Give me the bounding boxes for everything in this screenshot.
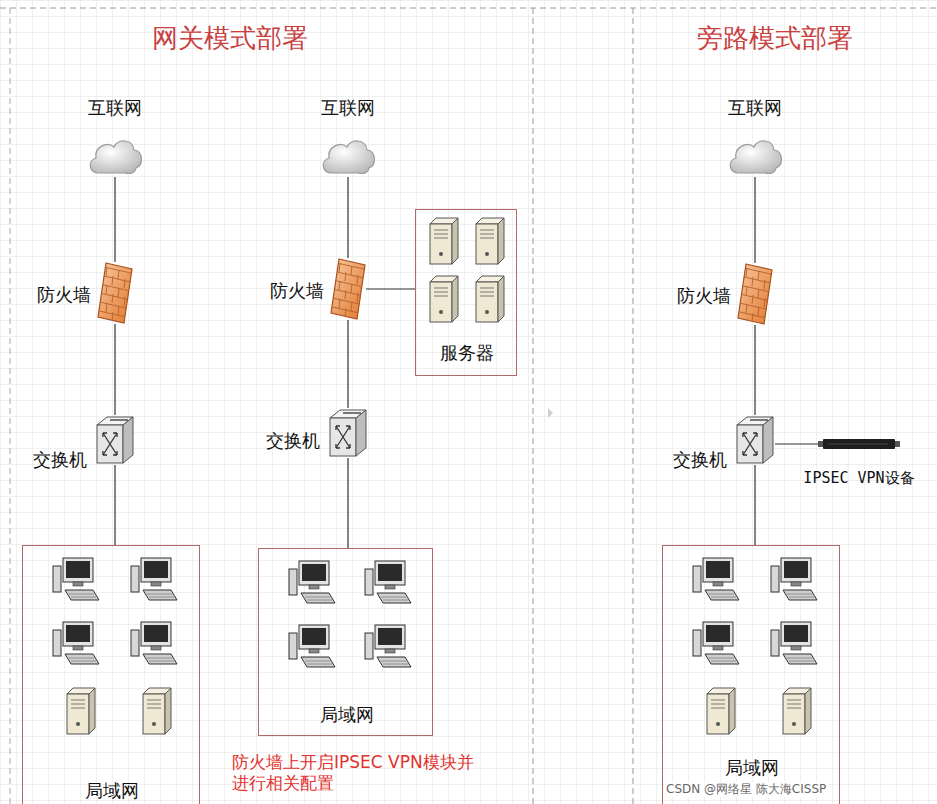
vpn-device-icon <box>818 438 900 450</box>
device-node: IPSEC VPN设备 <box>818 438 900 450</box>
switch-icon <box>735 415 775 465</box>
connector-line <box>347 320 348 408</box>
device-node: 防火墙 <box>330 258 366 320</box>
device-node: 互联网 <box>85 135 145 177</box>
device-node: 互联网 <box>725 135 785 177</box>
node-label: 防火墙 <box>677 285 731 307</box>
switch-icon <box>95 415 135 465</box>
note-text: 防火墙上开启IPSEC VPN模块并进行相关配置 <box>232 752 488 795</box>
node-label: 互联网 <box>321 97 375 119</box>
node-label: 服务器 <box>440 342 494 364</box>
node-label: 局域网 <box>320 704 374 726</box>
section-title: 网关模式部署 <box>152 22 308 55</box>
connector-line <box>114 465 115 545</box>
group-box: 局域网 <box>662 545 840 804</box>
connector-line <box>347 458 348 548</box>
server-icon <box>67 688 95 734</box>
server-icon <box>707 688 735 734</box>
node-label: 防火墙 <box>270 280 324 302</box>
pc-icon <box>365 561 411 603</box>
lan-illustration <box>23 546 201 804</box>
connector-line <box>347 177 348 258</box>
node-label: 防火墙 <box>37 284 91 306</box>
pc-icon <box>771 622 817 664</box>
pc-icon <box>693 558 739 600</box>
node-label: 交换机 <box>33 449 87 471</box>
cloud-icon <box>85 135 145 177</box>
connector-line <box>114 177 115 262</box>
node-label: 互联网 <box>728 97 782 119</box>
group-box: 局域网 <box>22 545 200 804</box>
connector-line <box>114 324 115 415</box>
pc-icon <box>131 558 177 600</box>
device-node: 交换机 <box>735 415 775 465</box>
pc-icon <box>771 558 817 600</box>
firewall-icon <box>330 258 366 320</box>
node-label: 局域网 <box>85 780 139 802</box>
server-icon <box>476 218 504 264</box>
pc-icon <box>131 622 177 664</box>
node-label: 交换机 <box>673 449 727 471</box>
server-icon <box>476 276 504 322</box>
server-icon <box>430 218 458 264</box>
pc-icon <box>289 625 335 667</box>
firewall-icon <box>737 263 773 325</box>
pc-icon <box>53 622 99 664</box>
connector-line <box>366 288 415 289</box>
pc-icon <box>365 625 411 667</box>
device-node: 互联网 <box>318 135 378 177</box>
device-node: 交换机 <box>95 415 135 465</box>
pc-icon <box>693 622 739 664</box>
node-label: 局域网 <box>725 757 779 779</box>
connector-line <box>754 325 755 415</box>
device-node: 交换机 <box>328 408 368 458</box>
watermark: CSDN @网络星 陈大海CISSP <box>664 782 828 797</box>
switch-icon <box>328 408 368 458</box>
group-box: 服务器 <box>415 209 517 376</box>
firewall-icon <box>97 262 133 324</box>
cloud-icon <box>318 135 378 177</box>
connector-line <box>775 443 818 444</box>
device-node: 防火墙 <box>97 262 133 324</box>
pc-icon <box>289 561 335 603</box>
server-icon <box>430 276 458 322</box>
group-box: 局域网 <box>258 548 433 736</box>
node-label: IPSEC VPN设备 <box>803 469 914 488</box>
section-title: 旁路模式部署 <box>697 22 853 55</box>
cloud-icon <box>725 135 785 177</box>
connector-line <box>754 465 755 545</box>
node-label: 互联网 <box>88 97 142 119</box>
pc-icon <box>53 558 99 600</box>
connector-line <box>754 177 755 263</box>
node-label: 交换机 <box>266 430 320 452</box>
server-icon <box>783 688 811 734</box>
server-icon <box>143 688 171 734</box>
device-node: 防火墙 <box>737 263 773 325</box>
